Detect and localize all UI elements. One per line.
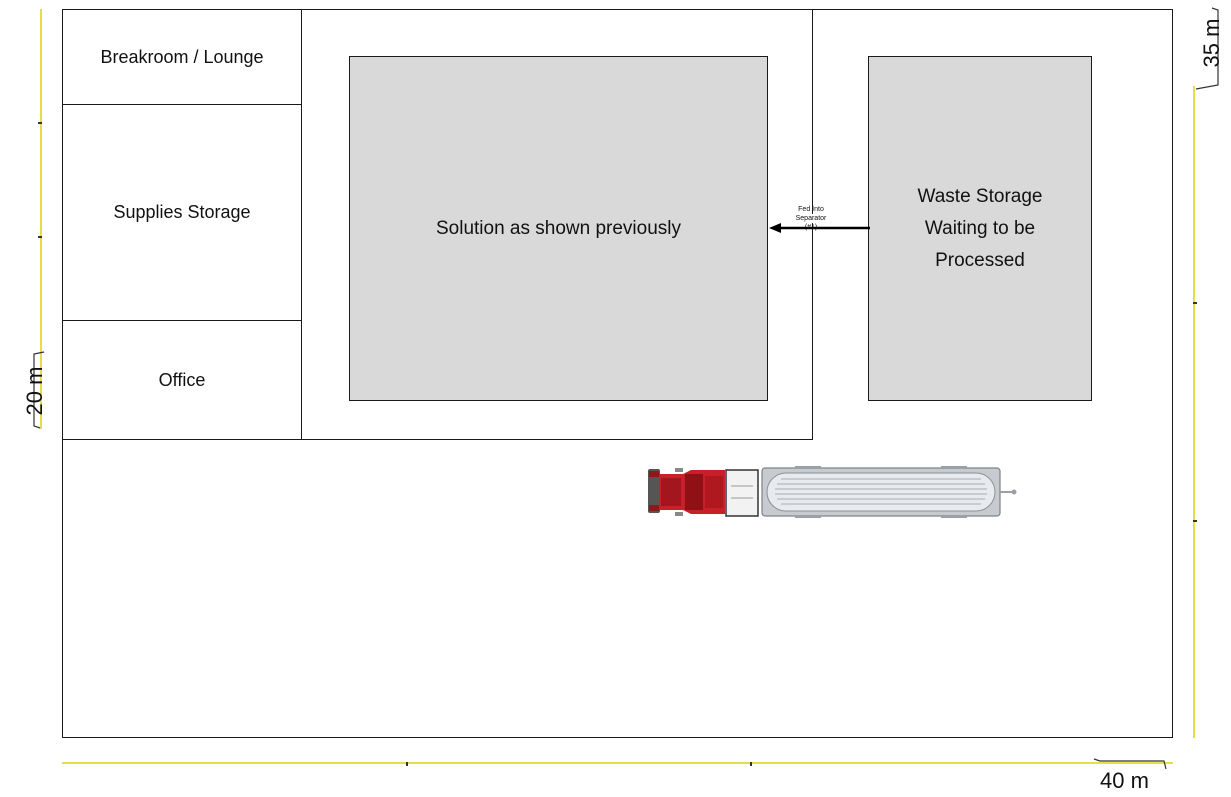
room-breakroom-label: Breakroom / Lounge <box>100 46 264 67</box>
bottom-dimension-tick <box>406 762 408 766</box>
arrow-label-line2: Separator <box>786 214 836 223</box>
right-dimension-tick <box>1193 302 1197 304</box>
room-office: Office <box>62 320 302 440</box>
right-dimension-label: 35 m <box>1199 18 1224 68</box>
bottom-dimension-bracket <box>1093 758 1167 770</box>
right-dimension-bracket <box>1195 7 1219 90</box>
right-dimension-line <box>1193 86 1195 738</box>
bottom-dimension-label: 40 m <box>1100 768 1149 793</box>
solution-area: Solution as shown previously <box>349 56 768 401</box>
waste-storage-area: Waste Storage Waiting to be Processed <box>868 56 1092 401</box>
room-supplies-storage: Supplies Storage <box>62 104 302 321</box>
left-dimension-tick <box>38 122 42 124</box>
arrow-label-line3: (#1) <box>804 224 818 231</box>
room-office-label: Office <box>158 369 206 390</box>
left-dimension-tick <box>38 236 42 238</box>
waste-storage-line1: Waste Storage <box>917 185 1043 207</box>
arrow-icon <box>769 223 870 233</box>
waste-storage-line3: Processed <box>935 249 1025 271</box>
truck-icon <box>648 466 1017 518</box>
room-supplies-storage-label: Supplies Storage <box>113 202 251 222</box>
bottom-dimension-line <box>62 762 1173 764</box>
right-dimension-tick <box>1193 520 1197 522</box>
left-dimension-bracket <box>33 351 45 429</box>
left-dimension-label: 20 m <box>22 366 47 416</box>
waste-storage-line2: Waiting to be <box>924 217 1036 239</box>
arrow-label: Fed Into Separator (#1) <box>786 205 836 232</box>
solution-area-label: Solution as shown previously <box>435 217 682 239</box>
arrow-label-line1: Fed Into <box>798 206 824 213</box>
bottom-dimension-tick <box>750 762 752 766</box>
left-dimension-line <box>40 9 42 429</box>
room-breakroom: Breakroom / Lounge <box>62 9 302 105</box>
